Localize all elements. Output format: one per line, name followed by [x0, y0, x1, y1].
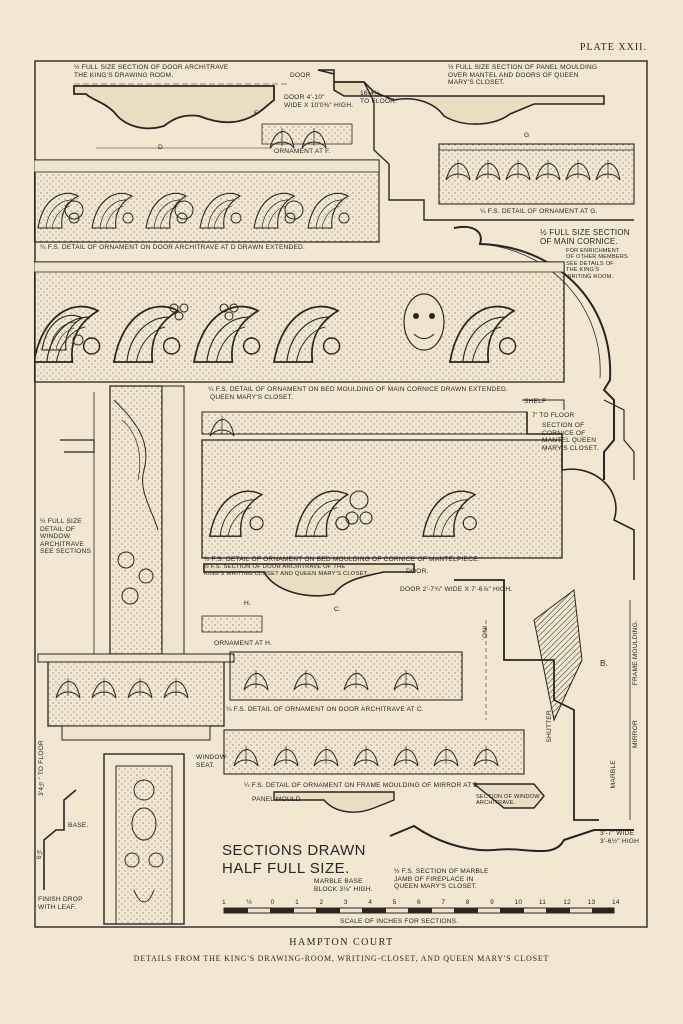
label-door-architrave: ½ FULL SIZE SECTION OF DOOR ARCHITRAVE T…: [74, 64, 229, 79]
door-architrave-profile: [73, 83, 289, 149]
label-queen-marys-closet: QUEEN MARY'S CLOSET.: [210, 394, 294, 401]
scale-tick: 10: [514, 899, 523, 906]
label-h: H.: [244, 600, 251, 607]
ornament-band-d: [34, 159, 380, 243]
scale-tick: 13: [587, 899, 596, 906]
label-g: G: [524, 132, 530, 139]
label-shutter: SHUTTER.: [546, 708, 553, 743]
shutter-section: [454, 579, 631, 821]
label-ino: INO.: [480, 626, 488, 641]
label-six: 6½: [36, 848, 43, 860]
scale-tick: 7: [441, 899, 446, 906]
label-finish-drop: FINISH DROP WITH LEAF.: [38, 896, 83, 911]
label-window-seat: WINDOW SEAT.: [196, 754, 227, 769]
pilaster-drop: [103, 753, 185, 925]
label-panel-mould: PANEL MOULD: [252, 796, 301, 803]
ornament-band-f: [261, 123, 353, 145]
scale-tick: 4: [368, 899, 373, 906]
label-ornament-h: ORNAMENT AT H.: [214, 640, 273, 647]
ornament-band-g: [438, 143, 635, 205]
label-f: F: [254, 110, 259, 117]
label-main-cornice-note: FOR ENRICHMENT OF OTHER MEMBERS SEE DETA…: [566, 248, 628, 280]
label-scale: SCALE OF INCHES FOR SECTIONS.: [340, 918, 459, 925]
label-to-floor-16: 16-4⅜. TO FLOOR.: [360, 90, 398, 105]
label-mirror: MIRROR: [632, 720, 639, 748]
drawing-sheet: ½ FULL SIZE SECTION OF DOOR ARCHITRAVE T…: [34, 60, 649, 930]
scale-tick: 9: [490, 899, 494, 906]
label-to-floor-34: 3'4½" TO FLOOR: [38, 740, 45, 797]
label-d: D: [158, 144, 163, 151]
scale-tick: ½: [246, 899, 253, 906]
label-frame-moulding-v: FRAME MOULDING.: [632, 620, 639, 686]
label-marble-base: MARBLE BASE BLOCK 3⅛" HIGH.: [314, 878, 373, 893]
label-door-size: DOOR 4'-10" WIDE x 10'0⅜" HIGH.: [284, 94, 354, 109]
label-detail-c: ¼ F.S. DETAIL OF ORNAMENT ON DOOR ARCHIT…: [226, 706, 424, 713]
label-door2: DOOR.: [406, 568, 429, 575]
label-window-section: SECTION OF WINDOW ARCHITRAVE.: [476, 794, 540, 807]
label-door: DOOR: [290, 72, 311, 79]
label-detail-d: ¼ F.S. DETAIL OF ORNAMENT ON DOOR ARCHIT…: [40, 244, 306, 251]
scale-tick: 2: [319, 899, 324, 906]
mantel-cornice-band: [201, 399, 635, 580]
scale-tick: 6: [417, 899, 421, 906]
scale-tick: 14: [612, 899, 620, 906]
panel-moulding-profile: [317, 69, 634, 221]
plate-number: PLATE XXII.: [579, 42, 647, 53]
label-to-floor-7: 7' TO FLOOR: [532, 412, 575, 419]
label-marble: MARBLE: [610, 760, 617, 789]
label-shelf: SHELF: [524, 398, 547, 405]
scale-tick: 0: [270, 899, 275, 906]
label-mantel-cornice: SECTION OF CORNICE OF MANTEL QUEEN MARY'…: [542, 422, 599, 452]
ornament-band-c: [229, 651, 463, 701]
scale-tick: 8: [465, 899, 470, 906]
scale-bar: [223, 907, 615, 914]
scale-tick: 1: [295, 899, 299, 906]
door-architrave-c-profile: [201, 563, 415, 633]
caption-title: HAMPTON COURT: [289, 937, 394, 948]
scale-tick: 12: [563, 899, 571, 906]
panel-mould-profile: [273, 791, 395, 813]
sections-drawn-title: SECTIONS DRAWN HALF FULL SIZE.: [222, 842, 366, 877]
label-door-arch-section: ½ F.S. SECTION OF DOOR ARCHITRAVE OF THE…: [204, 564, 369, 577]
marble-jamb-profile: [389, 824, 634, 853]
label-base: BASE.: [68, 822, 89, 829]
label-detail-g: ¼ F.S. DETAIL OF ORNAMENT AT G.: [480, 208, 598, 215]
label-door2-size: DOOR 2'-7¾" WIDE x 7'-6⅞" HIGH.: [400, 586, 513, 593]
architectural-drawing: [34, 60, 648, 928]
label-c: C.: [334, 606, 341, 613]
base-profile: [43, 789, 77, 890]
scale-tick: 3: [343, 899, 348, 906]
window-architrave-profile: [472, 783, 545, 809]
label-bed-moulding-main: ¼ F.S. DETAIL OF ORNAMENT ON BED MOULDIN…: [208, 386, 508, 393]
label-bed-moulding-mantel: ½ F.S. DETAIL OF ORNAMENT ON BED MOULDIN…: [204, 556, 480, 563]
label-ornament-f: ORNAMENT AT F.: [274, 148, 331, 155]
scale-tick: 11: [538, 899, 547, 906]
label-frame-moulding: ¼ F.S. DETAIL OF ORNAMENT ON FRAME MOULD…: [244, 782, 481, 789]
label-marble-jamb: ½ F.S. SECTION OF MARBLE JAMB OF FIREPLA…: [394, 868, 489, 891]
scale-tick: 1: [222, 899, 226, 906]
frame-moulding-band: [223, 729, 525, 775]
label-b: B.: [600, 659, 608, 668]
caption-subtitle: DETAILS FROM THE KING'S DRAWING-ROOM, WR…: [133, 954, 550, 963]
label-main-cornice: ½ FULL SIZE SECTION OF MAIN CORNICE.: [540, 228, 630, 246]
label-size-37: 3'-7" WIDE 3'-6½" HIGH: [600, 830, 640, 845]
label-panel-moulding: ½ FULL SIZE SECTION OF PANEL MOULDING OV…: [448, 64, 598, 87]
scale-tick: 5: [392, 899, 397, 906]
label-window-architrave: ½ FULL SIZE DETAIL OF WINDOW ARCHITRAVE …: [40, 518, 92, 556]
bed-moulding-main-band: [34, 261, 565, 383]
capital-band: [37, 653, 235, 741]
